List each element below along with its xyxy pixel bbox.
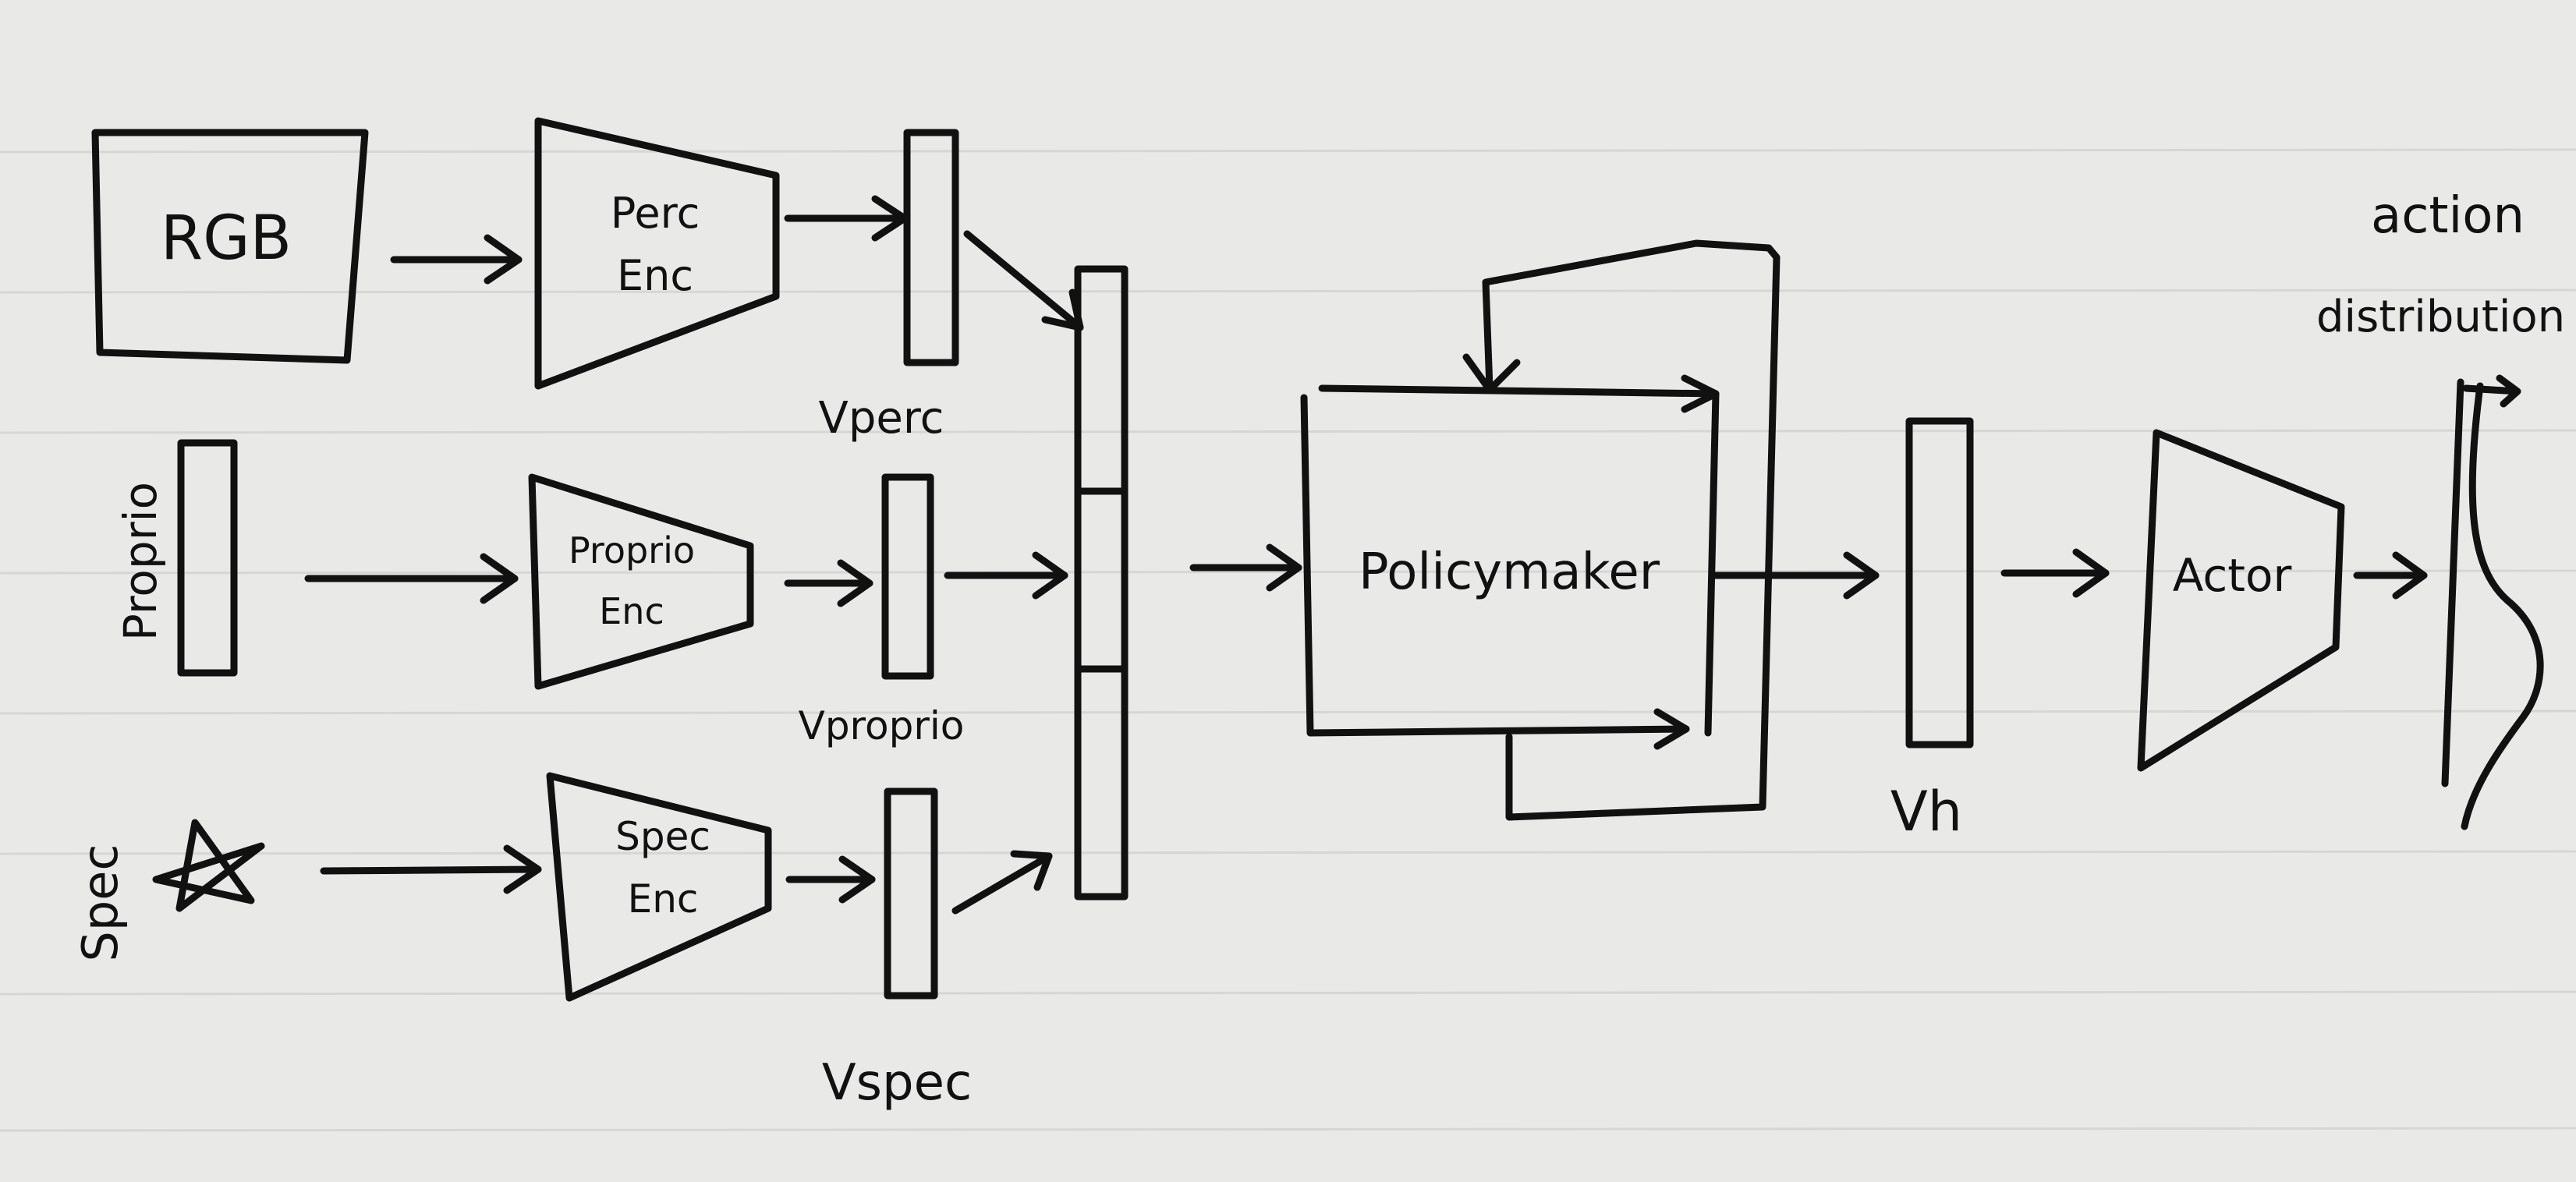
vperc-vector: [903, 129, 959, 366]
arrow-spec-enc-to-vspec-head: [838, 855, 876, 904]
proprio-input-vector: [177, 439, 238, 677]
proprio-encoder-trapezoid: [528, 473, 754, 690]
spec-label: Spec: [72, 844, 129, 962]
vperc-label: Vperc: [819, 393, 944, 444]
action-distribution-label-line1: action: [2371, 187, 2525, 245]
arrow-vperc-to-concat: [963, 230, 1084, 331]
policymaker-box-tick-top: [1681, 374, 1720, 413]
arrow-policymaker-to-vh-head: [1843, 551, 1880, 600]
spec-encoder-trapezoid: [546, 772, 772, 1002]
arrow-vproprio-to-concat-head: [1032, 551, 1068, 600]
vh-vector: [1905, 417, 1974, 748]
vh-label: Vh: [1890, 780, 1962, 844]
arrow-spec-to-spec-enc-head: [503, 844, 542, 894]
arrow-vh-to-actor-head: [2072, 548, 2110, 598]
recurrent-loop-arrow-head: [1462, 353, 1521, 394]
spec-encoder-label-line1: Spec: [615, 814, 710, 859]
perc-encoder-label-line1: Perc: [611, 189, 700, 238]
proprio-encoder-label-line2: Enc: [599, 590, 664, 632]
arrow-proprio-enc-to-vproprio-head: [837, 559, 873, 607]
perc-encoder-label-line2: Enc: [617, 251, 693, 300]
proprio-label: Proprio: [114, 482, 167, 641]
rgb-input-box: [91, 129, 369, 364]
arrow-concat-to-policymaker-head: [1266, 543, 1302, 592]
actor-trapezoid: [2137, 429, 2345, 772]
actor-label: Actor: [2173, 549, 2292, 602]
perc-encoder-trapezoid: [534, 117, 780, 390]
policymaker-box-tick-bottom: [1653, 708, 1690, 750]
recurrent-loop-arrow: [1482, 239, 1781, 821]
arrow-proprio-to-proprio-enc-head: [480, 553, 519, 604]
ruled-lines: [0, 148, 2576, 1132]
arrow-vspec-to-concat: [951, 852, 1053, 915]
vproprio-vector: [881, 473, 934, 680]
distribution-axis-arrow: [2462, 374, 2521, 408]
star-icon: [152, 819, 265, 912]
action-distribution-label-line2: distribution: [2316, 292, 2565, 342]
vspec-vector: [884, 787, 938, 1000]
arrow-rgb-to-perc-enc-head: [484, 234, 523, 285]
arrow-spec-to-spec-enc: [320, 865, 542, 875]
arrow-actor-to-distribution-head: [2392, 551, 2428, 600]
action-distribution-curve: [2441, 378, 2544, 830]
policymaker-label: Policymaker: [1359, 543, 1660, 601]
concatenated-vector: [1074, 265, 1129, 901]
spec-encoder-label-line2: Enc: [628, 876, 699, 922]
vproprio-label: Vproprio: [799, 703, 965, 748]
arrow-vspec-to-concat-head: [1010, 850, 1053, 891]
proprio-encoder-label-line1: Proprio: [569, 529, 695, 572]
vspec-label: Vspec: [822, 1054, 972, 1112]
rgb-label: RGB: [161, 203, 292, 274]
